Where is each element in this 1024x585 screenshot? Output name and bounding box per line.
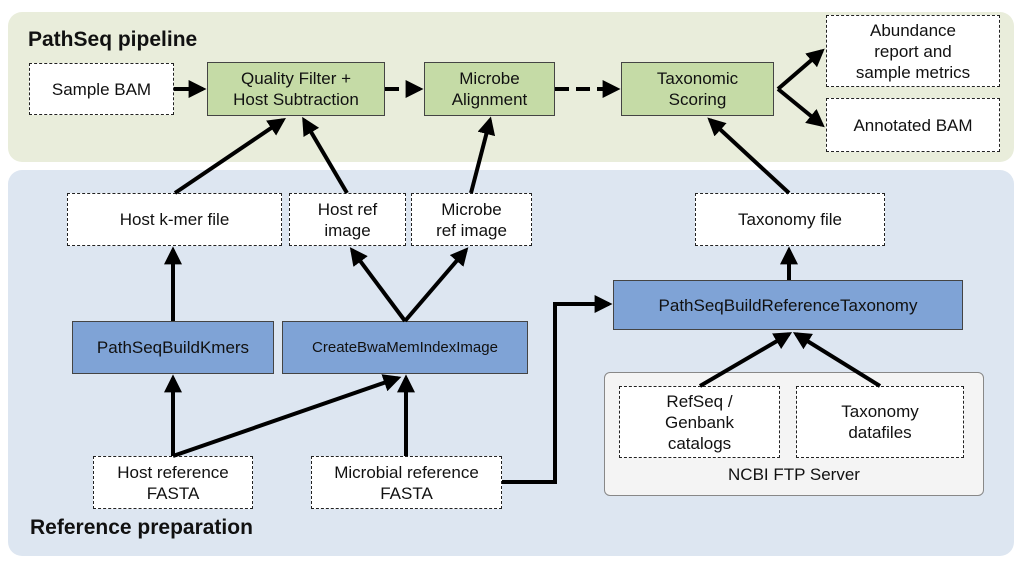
arrow-bwa-to-microbeimg — [403, 247, 469, 323]
reference-title: Reference preparation — [30, 516, 253, 539]
build-taxonomy-node: PathSeqBuildReferenceTaxonomy — [613, 280, 963, 330]
taxonomy-file-label: Taxonomy file — [738, 210, 842, 229]
microbial-reference-fasta-node: Microbial reference FASTA — [311, 456, 502, 509]
quality-filter-node: Quality Filter + Host Subtraction — [207, 62, 385, 116]
taxonomic-scoring-node: Taxonomic Scoring — [621, 62, 774, 116]
taxonomy-datafiles-label: Taxonomy datafiles — [841, 402, 919, 442]
microbe-ref-image-label: Microbe ref image — [436, 199, 507, 240]
abundance-report-node: Abundance report and sample metrics — [826, 15, 1000, 87]
annotated-bam-label: Annotated BAM — [853, 115, 973, 135]
arrow-kmer-to-filter — [173, 117, 286, 195]
ncbi-ftp-server-label: NCBI FTP Server — [728, 465, 860, 484]
sample-bam-label: Sample BAM — [51, 79, 152, 99]
host-kmer-file-node: Host k-mer file — [67, 193, 282, 246]
arrow-microbialfasta-to-buildtax — [502, 295, 613, 484]
arrow-hostimg-to-filter — [302, 116, 349, 195]
taxonomy-file-node: Taxonomy file — [695, 193, 885, 246]
quality-filter-label: Quality Filter + Host Subtraction — [233, 69, 359, 109]
arrow-refseq-to-buildtax — [698, 332, 793, 388]
microbe-ref-image-node: Microbe ref image — [411, 193, 532, 246]
arrow-scoring-to-annotated — [776, 87, 825, 128]
arrow-hostfasta-to-bwa — [172, 374, 402, 458]
build-taxonomy-label: PathSeqBuildReferenceTaxonomy — [658, 295, 918, 315]
host-reference-fasta-node: Host reference FASTA — [93, 456, 253, 509]
arrow-taxfile-to-scoring — [707, 117, 791, 195]
arrow-scoring-to-abundance — [776, 48, 825, 91]
pipeline-title: PathSeq pipeline — [28, 28, 198, 51]
annotated-bam-node: Annotated BAM — [826, 98, 1000, 152]
microbial-reference-fasta-label: Microbial reference FASTA — [334, 462, 479, 503]
arrow-microbeimg-to-alignment — [469, 116, 496, 194]
host-ref-image-node: Host ref image — [289, 193, 406, 246]
taxonomy-datafiles-node: Taxonomy datafiles — [796, 386, 964, 458]
host-kmer-file-label: Host k-mer file — [119, 210, 230, 229]
microbe-alignment-label: Microbe Alignment — [451, 69, 528, 109]
sample-bam-node: Sample BAM — [29, 63, 174, 115]
taxonomic-scoring-label: Taxonomic Scoring — [656, 69, 739, 109]
refseq-catalogs-label: RefSeq / Genbank catalogs — [665, 391, 734, 453]
microbe-alignment-node: Microbe Alignment — [424, 62, 555, 116]
refseq-catalogs-node: RefSeq / Genbank catalogs — [619, 386, 780, 458]
create-bwa-index-label: CreateBwaMemIndexImage — [312, 339, 498, 356]
abundance-report-label: Abundance report and sample metrics — [855, 20, 971, 82]
host-ref-image-label: Host ref image — [317, 199, 378, 240]
host-reference-fasta-label: Host reference FASTA — [117, 462, 229, 503]
create-bwa-index-node: CreateBwaMemIndexImage — [282, 321, 528, 374]
arrow-taxdata-to-buildtax — [792, 332, 882, 388]
arrow-bwa-to-hostimg — [349, 247, 407, 323]
build-kmers-label: PathSeqBuildKmers — [96, 338, 250, 357]
build-kmers-node: PathSeqBuildKmers — [72, 321, 274, 374]
